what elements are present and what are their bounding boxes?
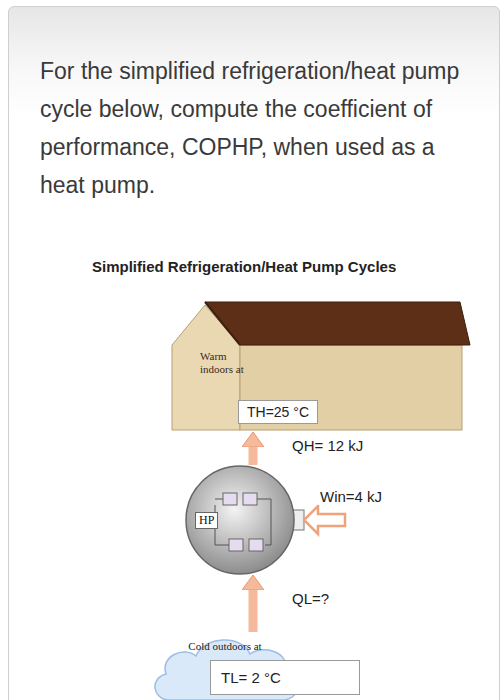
edge-label: QL=? bbox=[290, 590, 331, 607]
node-label: TH=25 °C bbox=[247, 404, 309, 420]
node-label: TL= 2 °C bbox=[221, 669, 349, 686]
node-label: Warm indoors at bbox=[200, 350, 248, 376]
temperature-box: TH=25 °C bbox=[238, 400, 318, 424]
question-text: For the simplified refrigeration/heat pu… bbox=[40, 52, 480, 204]
heat-flow-arrow bbox=[249, 590, 258, 632]
work-label: Win=4 kJ bbox=[318, 488, 384, 505]
heat-flow-arrow bbox=[249, 447, 258, 465]
figure-title: Simplified Refrigeration/Heat Pump Cycle… bbox=[90, 258, 398, 275]
node-label: Cold outdoors at bbox=[175, 640, 275, 653]
outdoor-cloud: Cold outdoors atTL= 2 °C bbox=[150, 632, 300, 700]
work-arrow bbox=[304, 506, 345, 534]
house: Warm indoors at TH=25 °C bbox=[170, 300, 472, 432]
edge-label: QH= 12 kJ bbox=[290, 437, 365, 454]
temperature-box: TL= 2 °C bbox=[210, 660, 360, 695]
heat-pump-circle: HP bbox=[185, 465, 295, 575]
node-label: HP bbox=[195, 512, 218, 529]
